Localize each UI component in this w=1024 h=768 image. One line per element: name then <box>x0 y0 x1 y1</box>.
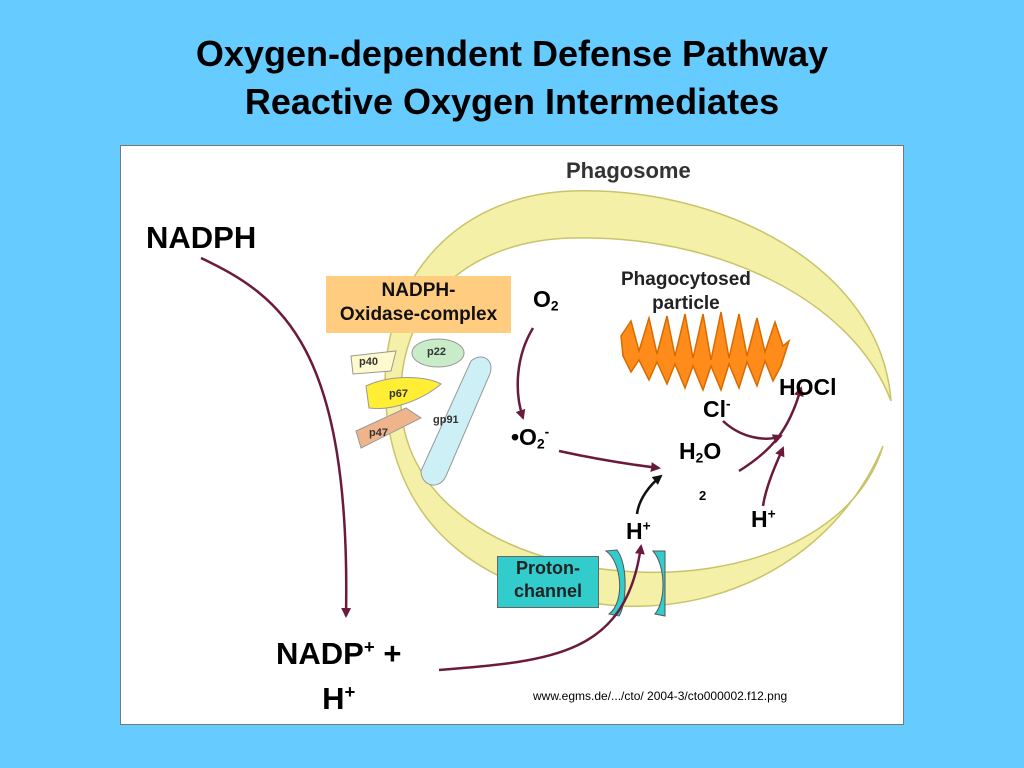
nadp-to-hplus-arrow <box>438 544 645 672</box>
nadp-h-text: H <box>322 681 345 717</box>
p40-subunit <box>350 350 397 375</box>
hplus-hocl-label: H+ <box>751 506 776 533</box>
phagocytosed-particle-shape <box>620 311 791 393</box>
cl-to-hocl-arrow <box>722 420 783 444</box>
proton-channel-left <box>604 549 626 617</box>
pathway-diagram <box>200 190 892 672</box>
cl-text: Cl <box>703 396 726 422</box>
hplus-to-h2o2-arrow <box>635 474 663 515</box>
superoxide-to-h2o2-arrow <box>558 449 661 473</box>
nadp-line-1: NADP+ + <box>276 628 401 673</box>
source-credit: www.egms.de/.../cto/ 2004-3/cto000002.f1… <box>533 689 788 703</box>
p67-label: p67 <box>389 388 408 400</box>
slide-title: Oxygen-dependent Defense Pathway Reactiv… <box>0 30 1024 126</box>
h2o2-label: H2O <box>679 438 721 465</box>
hplus-right-text: H <box>751 506 768 532</box>
hplus-to-hocl-arrow <box>761 446 785 507</box>
nadph-oxidase-complex-label: NADPH- Oxidase-complex <box>326 276 511 333</box>
particle-line-2: particle <box>652 293 720 314</box>
title-line-2: Reactive Oxygen Intermediates <box>244 81 780 122</box>
superoxide-subscript: 2 <box>536 436 545 452</box>
superoxide-charge: - <box>544 424 550 440</box>
p22-subunit <box>411 338 465 368</box>
gp91-subunit <box>420 356 492 486</box>
hplus-channel-label: H+ <box>626 518 651 545</box>
nadph-arrow <box>200 256 352 618</box>
nadph-label: NADPH <box>146 220 257 255</box>
h2o-h: H <box>679 438 696 464</box>
superoxide-label: •O2- <box>511 424 549 451</box>
o2-text: O <box>533 286 551 312</box>
complex-line-2: Oxidase-complex <box>339 304 498 325</box>
proton-channel-right <box>651 550 666 617</box>
phagocytosed-particle-label: Phagocytosed particle <box>621 268 751 316</box>
gp91-label: gp91 <box>433 414 459 426</box>
nadp-line-2: H+ <box>276 673 401 718</box>
phagosome-membrane <box>384 190 892 607</box>
cl-charge: - <box>726 396 731 412</box>
proton-channel-label: Proton- channel <box>497 556 599 608</box>
h2o-subscript: 2 <box>695 450 704 466</box>
o2-to-superoxide-arrow <box>515 327 535 420</box>
o2-label: O2 <box>533 286 559 313</box>
complex-line-1: NADPH- <box>381 280 456 301</box>
nadp-charge: + <box>363 636 375 657</box>
proton-line-2: channel <box>513 581 583 601</box>
nadp-label: NADP+ + H+ <box>276 628 401 718</box>
o2-subscript: 2 <box>550 298 559 314</box>
proton-line-1: Proton- <box>516 558 580 578</box>
phagosome-label: Phagosome <box>566 158 691 183</box>
h2o-o: O <box>703 438 722 464</box>
hplus-left-charge: + <box>642 518 651 534</box>
nadp-text: NADP <box>276 636 364 672</box>
hplus-right-charge: + <box>767 506 776 522</box>
particle-line-1: Phagocytosed <box>621 269 751 290</box>
superoxide-text: •O <box>511 424 537 450</box>
hplus-left-text: H <box>626 518 643 544</box>
nadp-h-charge: + <box>344 681 356 703</box>
diagram-panel: Phagosome NADPH NADPH- Oxidase-complex p… <box>120 145 904 725</box>
hocl-label: HOCl <box>779 374 837 400</box>
p47-subunit <box>355 407 422 449</box>
chloride-label: Cl- <box>703 396 731 423</box>
h2o2-to-hocl-arrow <box>738 386 804 473</box>
title-line-1: Oxygen-dependent Defense Pathway <box>195 33 829 74</box>
nadp-plus: + <box>374 636 402 672</box>
p40-label: p40 <box>359 356 378 368</box>
p47-label: p47 <box>369 427 388 439</box>
p67-subunit <box>365 377 442 410</box>
p22-label: p22 <box>427 346 446 358</box>
h2o2-two-label: 2 <box>699 488 707 503</box>
